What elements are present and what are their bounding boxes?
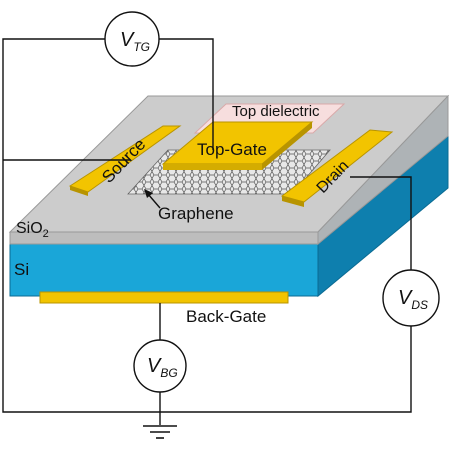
graphene-label: Graphene	[158, 204, 234, 223]
source-electrode	[68, 125, 182, 196]
vtg-circle	[104, 11, 160, 67]
drain-electrode	[280, 129, 394, 207]
wire-top-gate	[159, 38, 214, 150]
graphene-arrow-line	[147, 193, 161, 209]
sio2-label: SiO2	[16, 220, 49, 240]
si-front-face	[9, 243, 319, 297]
wire-vtg-left	[2, 38, 160, 413]
vds-label: VDS	[398, 287, 428, 312]
back-gate	[39, 291, 289, 304]
vtg-label: VTG	[120, 29, 150, 54]
vtg-source: VTG	[104, 11, 160, 67]
si-layer	[9, 134, 449, 298]
sio2-front-face	[9, 231, 319, 245]
graphene-pointer	[144, 189, 161, 209]
wire-vds-bottom	[160, 326, 412, 413]
top-gate-electrode	[161, 121, 314, 170]
back-gate-label: Back-Gate	[186, 307, 266, 326]
wire-drain	[350, 176, 412, 270]
source-pad-edge	[70, 186, 88, 196]
vds-source: VDS	[382, 269, 440, 327]
top-gate-pad-side	[262, 122, 312, 170]
si-label: Si	[14, 260, 29, 279]
drain-pad-edge	[282, 196, 304, 207]
back-gate-plate	[39, 291, 289, 304]
top-gate-label: Top-Gate	[197, 140, 267, 159]
graphene-arrow-head	[144, 189, 153, 198]
top-dielectric-label: Top dielectric	[232, 103, 320, 120]
ground-symbol-icon	[143, 425, 177, 439]
vbg-source: VBG	[133, 339, 187, 393]
circuit-wires	[2, 38, 412, 425]
vds-circle	[382, 269, 440, 327]
top-gate-pad-edge	[163, 164, 262, 170]
sio2-right-face	[317, 94, 449, 246]
vbg-circle	[133, 339, 187, 393]
vbg-label: VBG	[147, 355, 178, 380]
